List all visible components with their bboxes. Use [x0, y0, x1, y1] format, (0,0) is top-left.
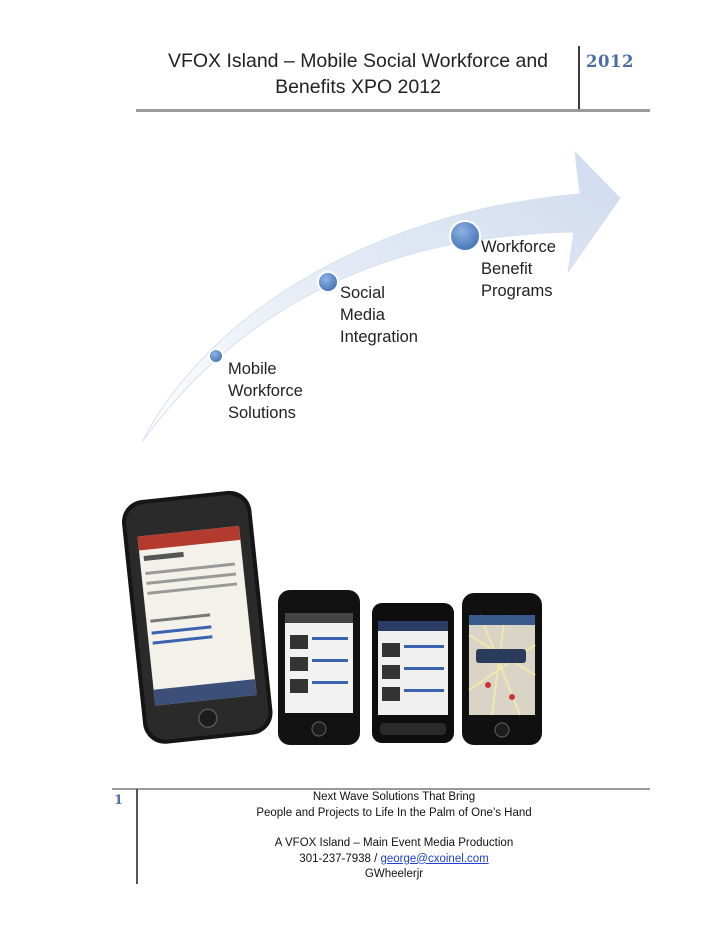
stage-3-line-3: Programs	[481, 282, 553, 300]
stage-3-line-2: Benefit	[481, 260, 533, 278]
stage-dot-1	[208, 348, 224, 364]
footer-contact: A VFOX Island – Main Event Media Product…	[220, 836, 568, 883]
header-year: 2012	[586, 52, 634, 71]
phone-illustration-2	[278, 590, 360, 745]
phone-number: 301-237-7938 /	[299, 852, 381, 865]
contact-line: 301-237-7938 / george@cxoinel.com	[220, 852, 568, 868]
document-title: VFOX Island – Mobile Social Workforce an…	[140, 48, 576, 100]
tagline-line-1: Next Wave Solutions That Bring	[312, 791, 476, 803]
stage-3-line-1: Workforce	[481, 238, 556, 256]
footer-divider	[136, 789, 138, 884]
production-credit: A VFOX Island – Main Event Media Product…	[274, 837, 514, 849]
stage-dot-3	[449, 220, 481, 252]
stage-label-benefit-programs: Workforce Benefit Programs	[481, 236, 556, 302]
stage-2-line-1: Social	[340, 284, 385, 302]
stage-1-line-1: Mobile	[228, 360, 277, 378]
page-number: 1	[114, 793, 124, 808]
smartphones-image	[121, 490, 542, 745]
footer-rule	[112, 788, 650, 790]
footer-tagline: Next Wave Solutions That Bring People an…	[220, 790, 568, 821]
header-divider	[578, 46, 580, 110]
stage-dot-2	[317, 271, 339, 293]
stage-2-line-2: Media	[340, 306, 385, 324]
email-link[interactable]: george@cxoinel.com	[380, 852, 489, 865]
phone-illustration-3	[372, 603, 454, 743]
arrow-shape	[141, 150, 621, 443]
phone-illustration-4	[462, 593, 542, 745]
title-line-1: VFOX Island – Mobile Social Workforce an…	[167, 50, 549, 72]
large-phone-illustration	[121, 490, 273, 744]
title-line-2: Benefits XPO 2012	[275, 76, 441, 98]
header-rule	[136, 109, 650, 112]
author-name: GWheelerjr	[364, 868, 424, 880]
stage-label-social-media: Social Media Integration	[340, 282, 418, 348]
stage-2-line-3: Integration	[340, 328, 418, 346]
stage-1-line-2: Workforce	[228, 382, 303, 400]
stage-1-line-3: Solutions	[228, 404, 296, 422]
progress-arrow-diagram	[141, 150, 621, 443]
tagline-line-2: People and Projects to Life In the Palm …	[256, 806, 532, 819]
stage-label-mobile-workforce: Mobile Workforce Solutions	[228, 358, 303, 424]
